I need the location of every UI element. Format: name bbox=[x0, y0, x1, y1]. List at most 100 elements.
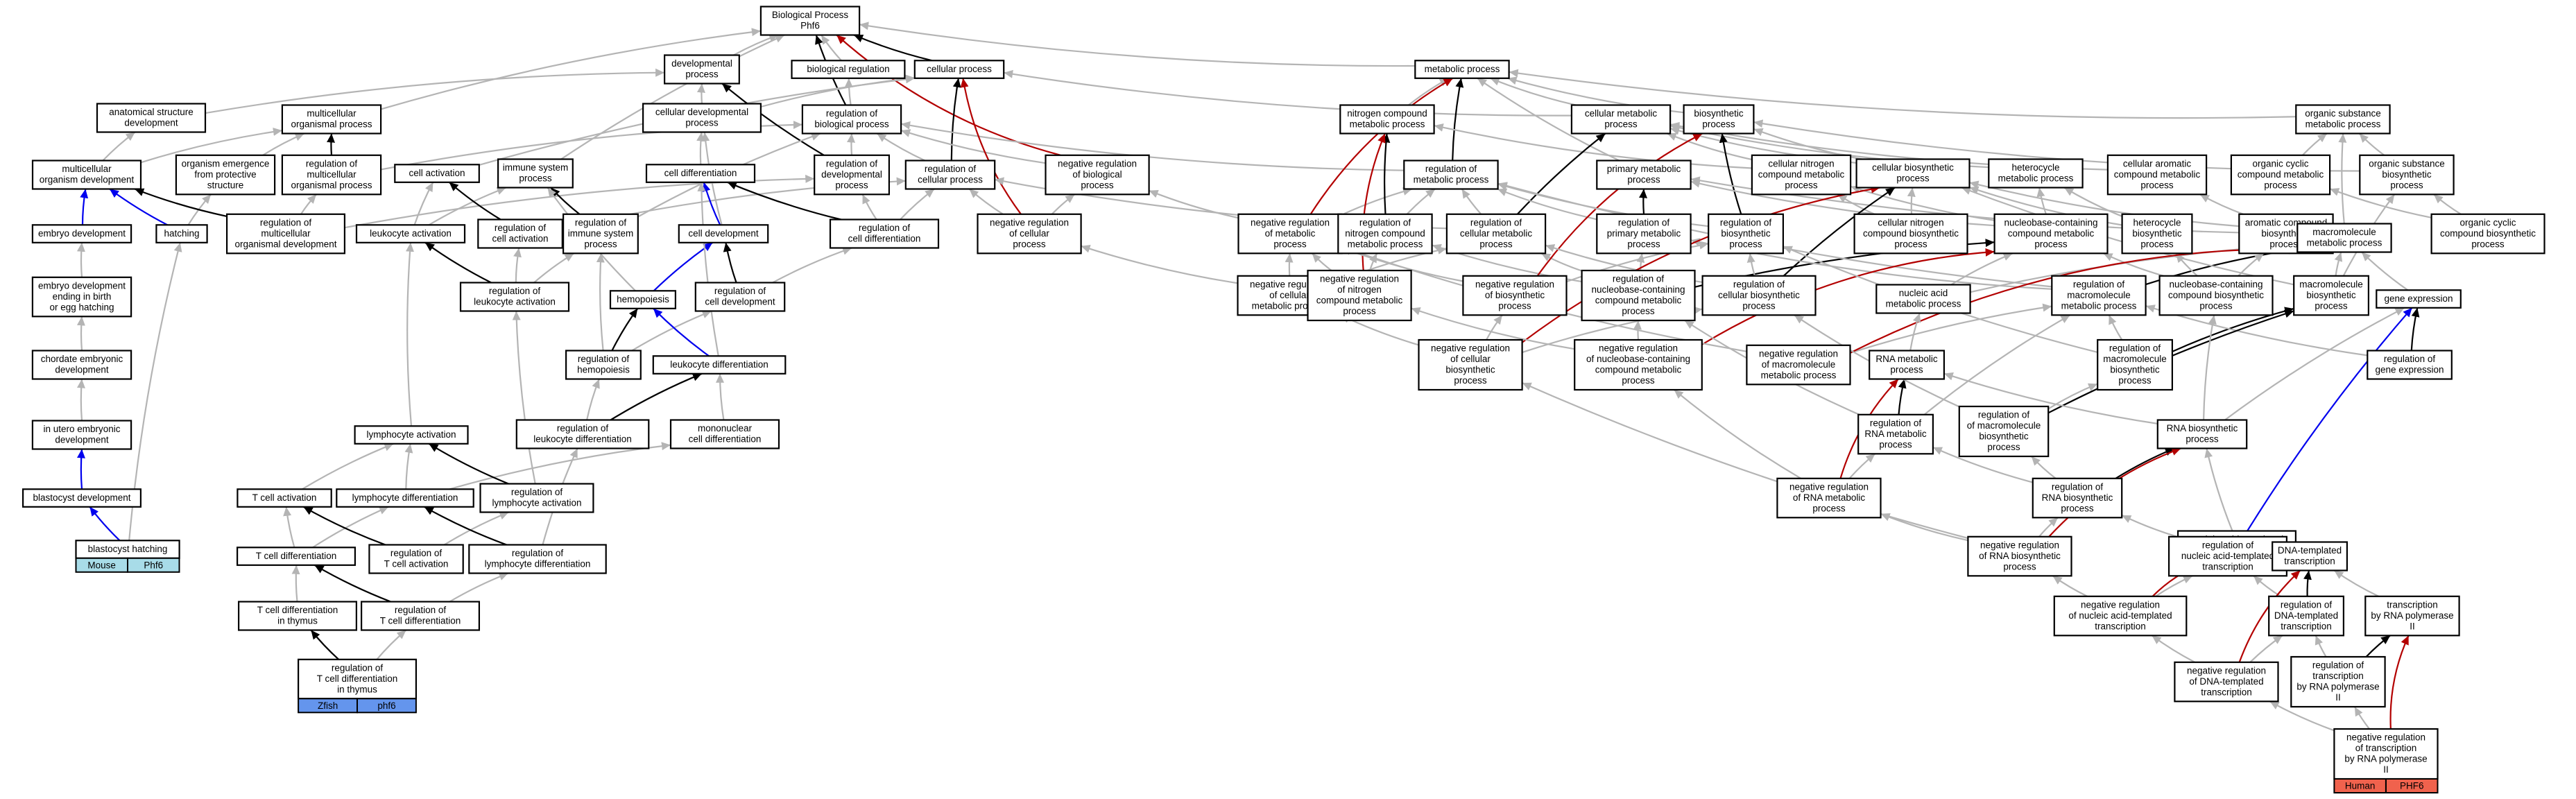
go-term-ed[interactable]: embryo development bbox=[31, 224, 132, 243]
go-term-bh[interactable]: blastocyst hatching bbox=[75, 540, 180, 559]
go-term-ca[interactable]: cell activation bbox=[394, 164, 480, 183]
go-term-cellp[interactable]: cellular process bbox=[913, 60, 1005, 79]
go-term-ldiff[interactable]: lymphocyte differentiation bbox=[336, 488, 474, 508]
go-term-tcd[interactable]: T cell differentiation bbox=[237, 547, 357, 566]
go-term-rtcd[interactable]: regulation ofT cell differentiation bbox=[360, 601, 480, 631]
go-term-cdev[interactable]: cell development bbox=[678, 224, 769, 243]
go-term-rmbp[interactable]: regulation ofmacromoleculebiosyntheticpr… bbox=[2097, 338, 2173, 391]
go-term-rnccmp[interactable]: regulation ofnucleobase-containingcompou… bbox=[1581, 269, 1696, 322]
go-term-ld[interactable]: leukocyte differentiation bbox=[652, 355, 787, 375]
go-term-tca[interactable]: T cell activation bbox=[237, 488, 332, 508]
go-term-lact[interactable]: lymphocyte activation bbox=[354, 425, 469, 445]
go-term-rtca[interactable]: regulation ofT cell activation bbox=[368, 544, 464, 574]
go-term-bd[interactable]: blastocyst development bbox=[22, 488, 142, 508]
go-term-bioreg[interactable]: biological regulation bbox=[791, 60, 906, 79]
go-term-ge[interactable]: gene expression bbox=[2376, 289, 2462, 309]
go-term-hat[interactable]: hatching bbox=[155, 224, 208, 243]
go-term-la[interactable]: leukocyte activation bbox=[355, 224, 466, 243]
go-term-hemo[interactable]: hemopoiesis bbox=[609, 290, 677, 309]
go-term-metp[interactable]: metabolic process bbox=[1414, 60, 1510, 79]
go-term-cdiff[interactable]: cell differentiation bbox=[645, 164, 756, 183]
